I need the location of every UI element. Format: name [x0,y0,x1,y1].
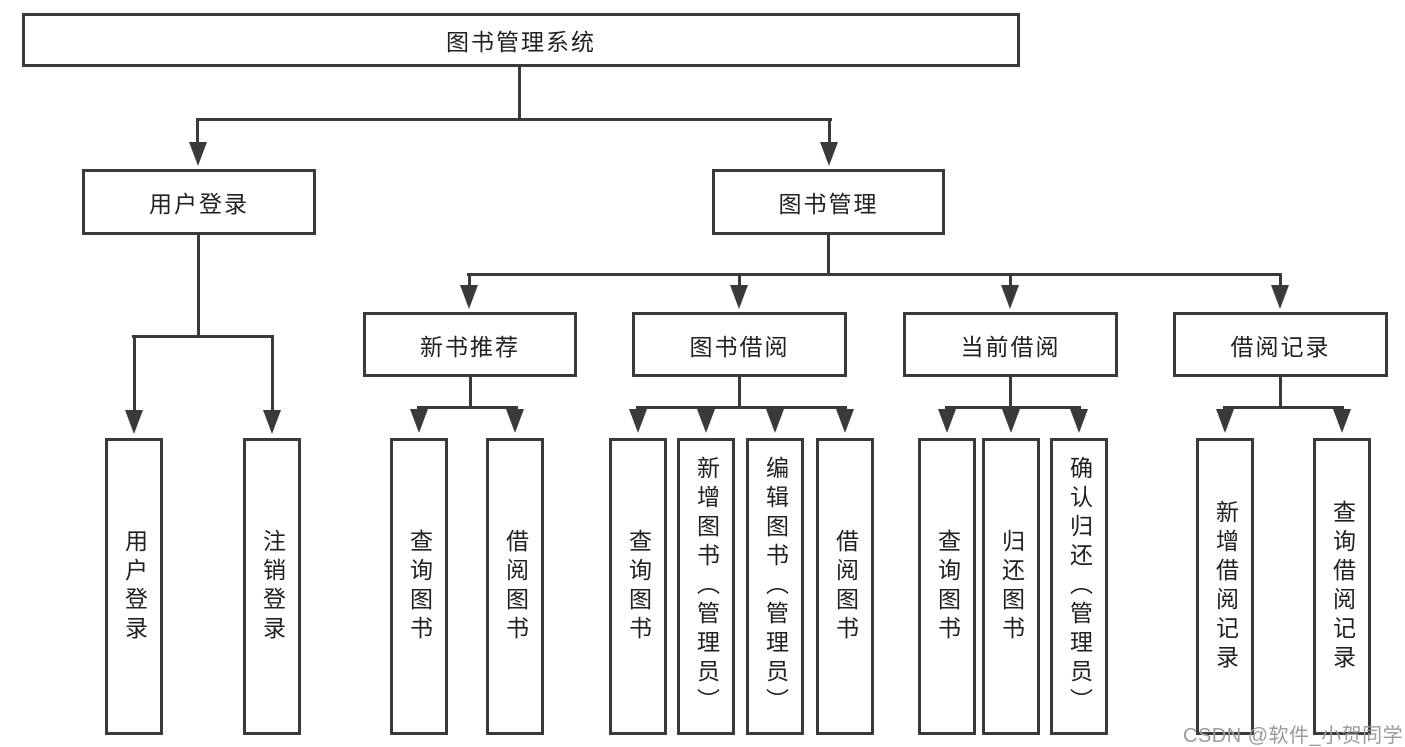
arrowhead-icon [263,410,281,434]
leaf-add-borrow-record: 新增借阅记录 [1196,438,1254,735]
node-new-book-recommend: 新书推荐 [363,312,577,377]
leaf-query-books-recommend: 查询图书 [390,438,448,735]
leaf-edit-books-admin: 编辑图书（管理员） [746,438,804,735]
arrowhead-icon [125,410,143,434]
arrowhead-icon [460,285,478,309]
leaf-confirm-return-admin: 确认归还（管理员） [1050,438,1108,735]
node-book-management: 图书管理 [712,169,945,235]
connector-book-mgmt-stem [827,235,830,276]
arrowhead-icon [820,142,838,166]
node-borrowing-records: 借阅记录 [1173,312,1388,377]
connector-root-right-drop [828,118,831,144]
connector-user-login-drop-1 [133,335,136,411]
connector-user-login-stem [197,235,200,338]
connector-borrowing-stem [738,377,741,408]
node-book-borrowing: 图书借阅 [632,312,847,377]
leaf-return-books: 归还图书 [982,438,1040,735]
node-user-login: 用户登录 [82,169,316,235]
watermark: CSDN @软件_小贺同学 [1183,725,1404,747]
arrowhead-icon [1271,285,1289,309]
leaf-user-login: 用户登录 [105,438,163,735]
leaf-query-borrow-record: 查询借阅记录 [1313,438,1371,735]
arrowhead-icon [1001,285,1019,309]
leaf-borrow-books-borrowing: 借阅图书 [816,438,874,735]
node-library-management-system: 图书管理系统 [22,13,1020,67]
connector-book-mgmt-drop-3 [1009,273,1012,287]
connector-book-mgmt-drop-4 [1279,273,1282,287]
arrowhead-icon [1333,409,1351,433]
connector-new-book-stem [469,377,472,408]
leaf-query-books-current: 查询图书 [918,438,976,735]
arrowhead-icon [836,409,854,433]
connector-book-mgmt-drop-1 [468,273,471,287]
leaf-query-books-borrowing: 查询图书 [609,438,667,735]
arrowhead-icon [938,409,956,433]
connector-records-stem [1279,377,1282,408]
connector-borrowing-rail [636,406,847,409]
connector-current-rail [945,406,1081,409]
connector-root-left-drop [196,118,199,144]
node-current-borrowing: 当前借阅 [903,312,1118,377]
connector-root-rail [196,118,832,121]
leaf-logout: 注销登录 [243,438,301,735]
connector-user-login-rail [132,335,274,338]
connector-book-mgmt-rail [467,273,1282,276]
leaf-borrow-books-recommend: 借阅图书 [486,438,544,735]
connector-book-mgmt-drop-2 [738,273,741,287]
arrowhead-icon [730,285,748,309]
arrowhead-icon [1216,409,1234,433]
arrowhead-icon [410,409,428,433]
connector-user-login-drop-2 [271,335,274,411]
arrowhead-icon [506,409,524,433]
connector-current-stem [1009,377,1012,408]
arrowhead-icon [1002,409,1020,433]
arrowhead-icon [697,409,715,433]
connector-new-book-rail [417,406,518,409]
leaf-add-books-admin: 新增图书（管理员） [677,438,735,735]
arrowhead-icon [1070,409,1088,433]
arrowhead-icon [189,142,207,166]
connector-records-rail [1223,406,1344,409]
connector-root-stem [518,67,521,118]
arrowhead-icon [629,409,647,433]
arrowhead-icon [766,409,784,433]
